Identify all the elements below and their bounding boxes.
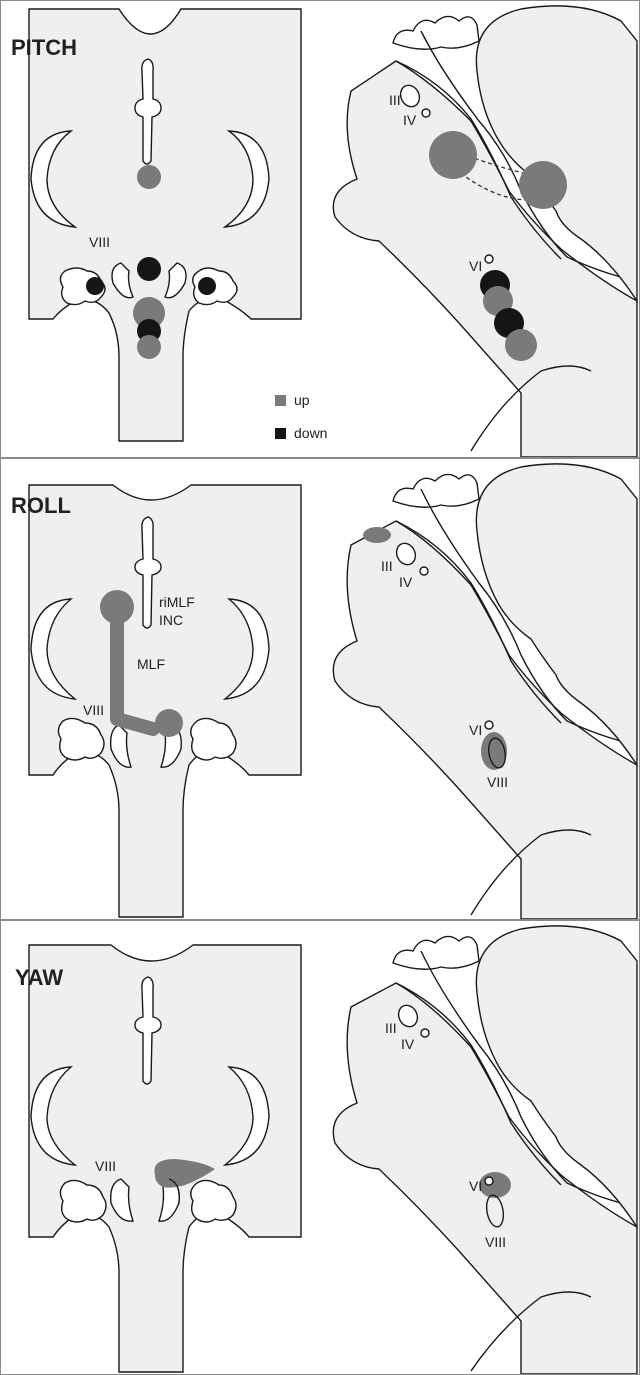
yaw-frontal-brainstem [28, 944, 302, 1373]
legend-swatch-up [275, 395, 286, 406]
label-viii-sagittal: VIII [485, 1234, 506, 1250]
legend-swatch-down [275, 428, 286, 439]
label-iv: IV [401, 1036, 415, 1052]
pitch-down-spot [137, 257, 161, 281]
pitch-up-spot-sagittal [429, 131, 477, 179]
label-iv: IV [403, 112, 417, 128]
label-iii: III [385, 1020, 397, 1036]
label-vi: VI [469, 722, 482, 738]
yaw-diagram: YAW VIII III IV VI VIII [15, 925, 638, 1374]
panel-pitch: PITCH VIII III IV VI up down [0, 0, 640, 458]
pitch-down-spot-left [86, 277, 104, 295]
roll-spot-sagittal-rostral [363, 527, 391, 543]
yaw-sagittal-brainstem [332, 925, 638, 1374]
label-inc: INC [159, 612, 183, 628]
pitch-up-spot [133, 297, 165, 329]
pitch-sagittal-brainstem [332, 5, 638, 457]
pitch-up-spot-sagittal [505, 329, 537, 361]
pitch-up-spot-pons [137, 165, 161, 189]
roll-spot-vn [155, 709, 183, 737]
label-vi: VI [469, 258, 482, 274]
yaw-spot-sagittal [479, 1172, 511, 1198]
pitch-up-spot [137, 335, 161, 359]
legend-label-down: down [294, 425, 327, 441]
label-vi: VI [469, 1178, 482, 1194]
label-viii: VIII [95, 1158, 116, 1174]
roll-frontal-brainstem [28, 484, 302, 918]
label-rimlf: riMLF [159, 594, 195, 610]
label-mlf: MLF [137, 656, 165, 672]
pitch-diagram: PITCH VIII III IV VI up down [11, 5, 638, 457]
pitch-up-spot-sagittal [519, 161, 567, 209]
pitch-down-spot-right [198, 277, 216, 295]
label-iii: III [389, 92, 401, 108]
label-iii: III [381, 558, 393, 574]
roll-mlf-band [110, 602, 160, 736]
label-viii: VIII [89, 234, 110, 250]
panel-title: ROLL [11, 493, 71, 518]
label-iv: IV [399, 574, 413, 590]
panel-roll: ROLL riMLF INC MLF VIII III IV VI VIII [0, 458, 640, 920]
pitch-frontal-brainstem [28, 8, 302, 442]
panel-title: YAW [15, 965, 63, 990]
roll-sagittal-brainstem [332, 463, 638, 919]
legend-label-up: up [294, 392, 310, 408]
roll-diagram: ROLL riMLF INC MLF VIII III IV VI VIII [11, 463, 638, 919]
panel-yaw: YAW VIII III IV VI VIII [0, 920, 640, 1375]
label-viii: VIII [83, 702, 104, 718]
panel-title: PITCH [11, 35, 77, 60]
yaw-spot-frontal [154, 1159, 215, 1188]
legend: up down [275, 392, 327, 441]
label-viii-sagittal: VIII [487, 774, 508, 790]
